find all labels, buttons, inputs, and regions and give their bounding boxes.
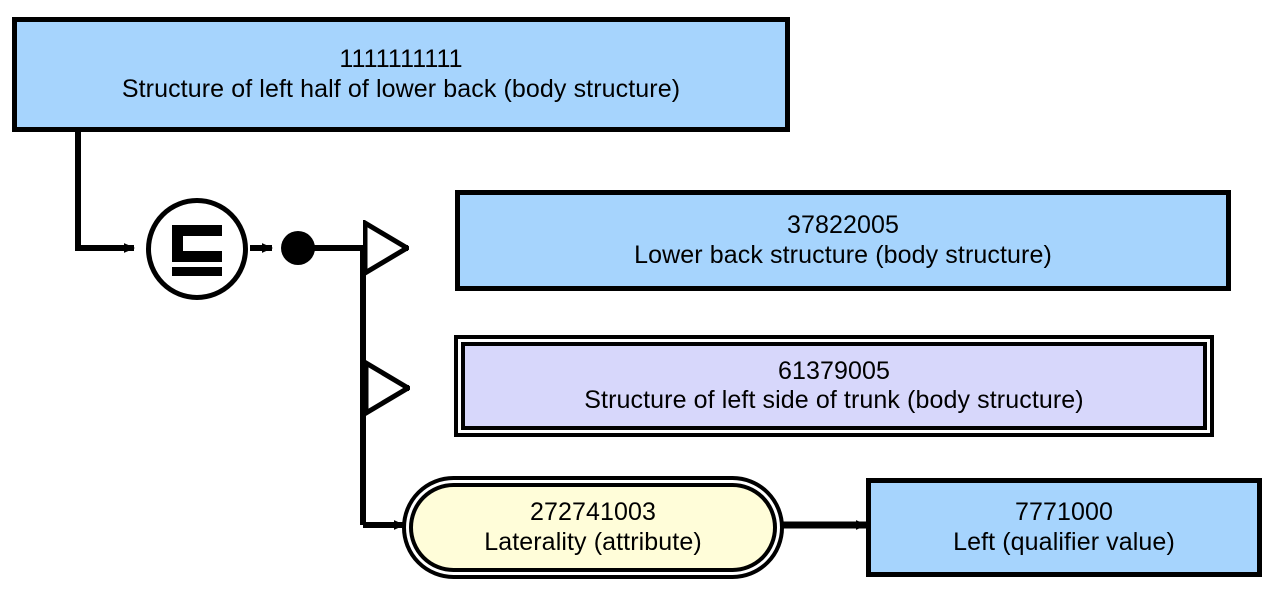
attribute-value-id: 7771000 bbox=[1014, 498, 1114, 526]
attribute-id: 272741003 bbox=[529, 498, 657, 526]
focus-concept-id: 1111111111 bbox=[339, 45, 463, 73]
parent-concept-id-1: 37822005 bbox=[786, 211, 900, 239]
parent-concept-id-2: 61379005 bbox=[777, 356, 891, 385]
attribute-pill-laterality[interactable]: 272741003 Laterality (attribute) bbox=[402, 476, 784, 579]
parent-concept-term-1: Lower back structure (body structure) bbox=[634, 240, 1052, 269]
parent-concept-term-2: Structure of left side of trunk (body st… bbox=[584, 386, 1084, 414]
role-group-dot[interactable] bbox=[281, 231, 315, 265]
parent-concept-box-lower-back-structure[interactable]: 37822005 Lower back structure (body stru… bbox=[455, 190, 1231, 291]
focus-concept-term: Structure of left half of lower back (bo… bbox=[121, 74, 681, 103]
subsumption-icon bbox=[172, 225, 222, 276]
edge-focus-to-definition-status bbox=[75, 132, 135, 253]
definition-status-circle[interactable] bbox=[146, 198, 248, 300]
attribute-value-box-left[interactable]: 7771000 Left (qualifier value) bbox=[866, 478, 1262, 577]
focus-concept-box[interactable]: 1111111111 Structure of left half of low… bbox=[12, 17, 790, 132]
parent-concept-box-left-side-of-trunk[interactable]: 61379005 Structure of left side of trunk… bbox=[454, 335, 1214, 437]
attribute-term: Laterality (attribute) bbox=[484, 527, 702, 556]
attribute-value-term: Left (qualifier value) bbox=[953, 527, 1175, 556]
